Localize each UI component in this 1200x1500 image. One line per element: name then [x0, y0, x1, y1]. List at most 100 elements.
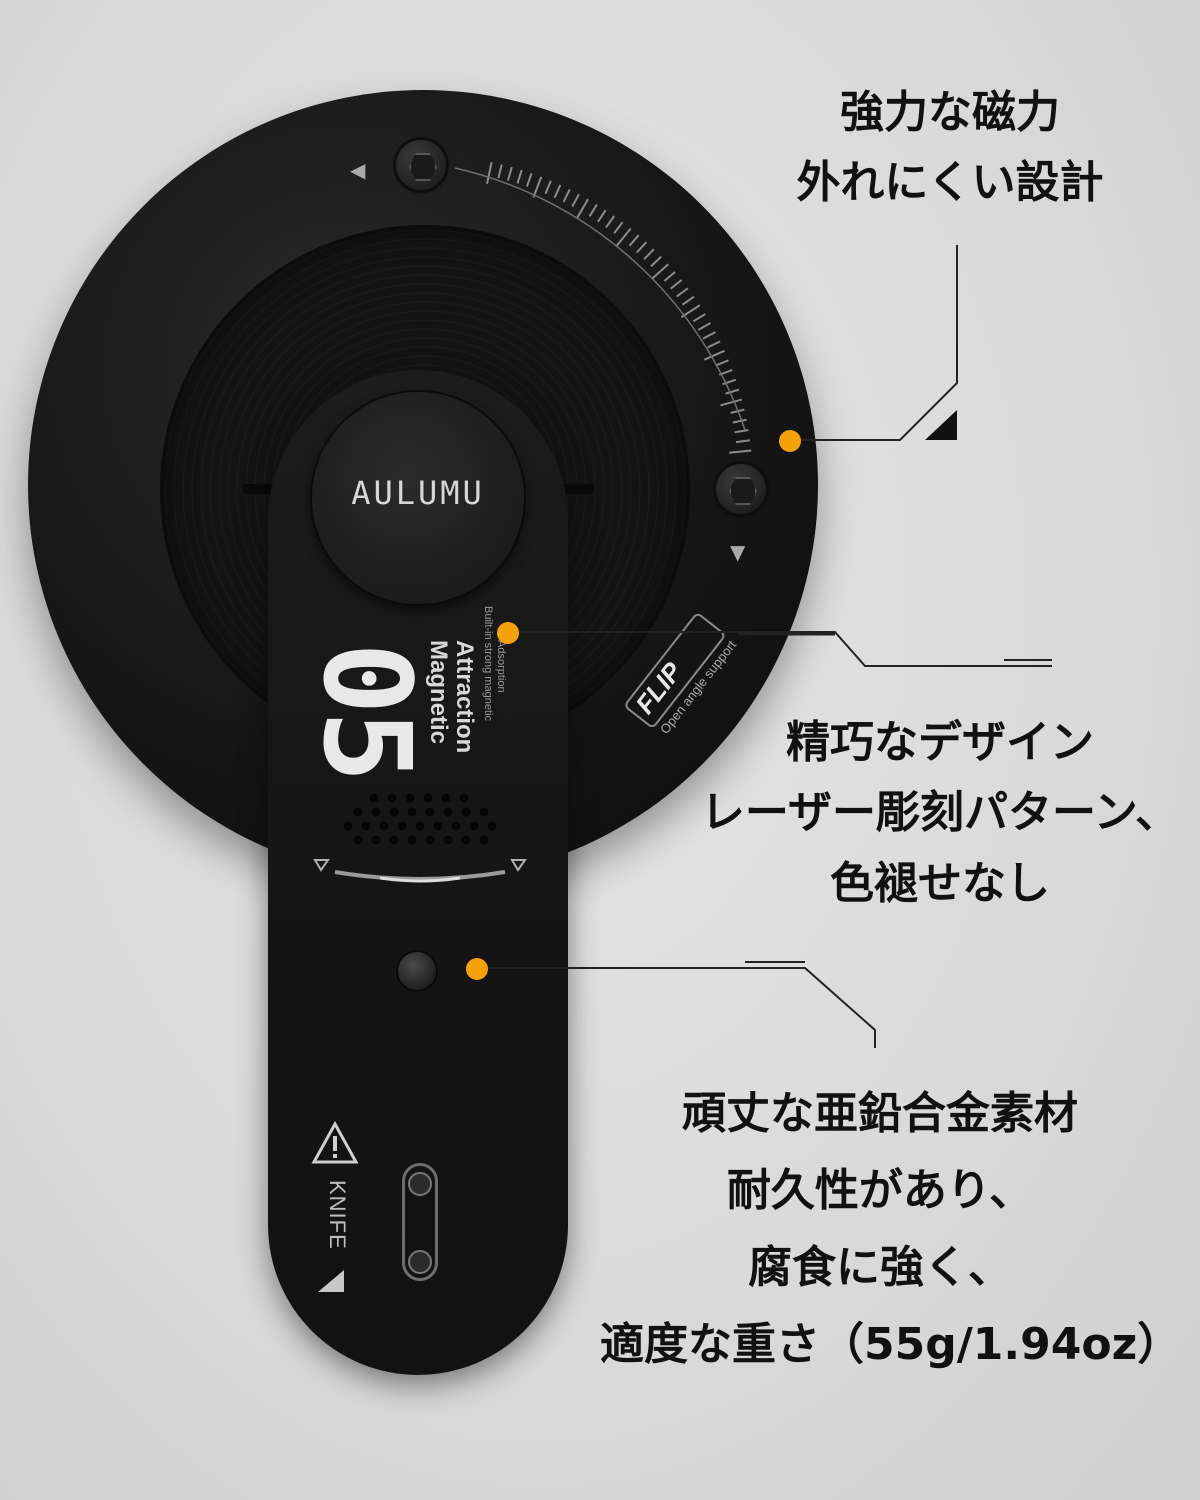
warning-icon — [311, 1120, 359, 1164]
scale-tick — [692, 313, 706, 323]
callout-magnet: 強力な磁力 外れにくい設計 — [740, 78, 1160, 219]
speaker-dot — [479, 835, 489, 845]
scale-tick — [681, 295, 695, 306]
speaker-dot — [425, 835, 435, 845]
scale-tick — [702, 331, 716, 340]
scale-tick — [720, 398, 743, 407]
arc-indicator — [313, 859, 527, 883]
callout-dot-design — [497, 622, 519, 644]
scale-tick — [628, 234, 640, 247]
scale-tick — [486, 162, 493, 184]
speaker-dot — [343, 821, 353, 831]
triangle-down-icon: ▼ — [730, 540, 746, 564]
speaker-dot — [459, 793, 469, 803]
center-hub — [312, 392, 524, 604]
scale-tick — [553, 184, 562, 199]
scale-tick — [516, 169, 523, 184]
speaker-dot — [407, 835, 417, 845]
callout-material-line-3: 腐食に強く、 — [748, 1242, 1012, 1293]
speaker-dot — [425, 807, 435, 817]
scale-tick — [616, 227, 632, 247]
scale-tick — [651, 263, 669, 280]
scale-tick — [636, 241, 648, 254]
speaker-dot — [405, 793, 415, 803]
speaker-dot — [387, 793, 397, 803]
lock-screw-top-icon — [408, 1172, 432, 1196]
side-slot-right — [560, 484, 594, 494]
speaker-dot — [389, 835, 399, 845]
speaker-dot — [451, 821, 461, 831]
scale-tick — [734, 428, 749, 434]
callout-material: 頑丈な亜鉛合金素材 耐久性があり、 腐食に強く、 適度な重さ（55g/1.94o… — [600, 1075, 1182, 1383]
scale-tick — [715, 359, 729, 367]
scale-tick — [576, 198, 589, 219]
callout-dot-magnet — [779, 430, 801, 452]
callout-material-line-2: 耐久性があり、 — [726, 1165, 1034, 1216]
scale-tick — [697, 322, 711, 331]
speaker-dot — [371, 807, 381, 817]
scale-tick — [544, 180, 552, 195]
speaker-dot — [443, 807, 453, 817]
callout-magnet-line-2: 外れにくい設計 — [796, 157, 1104, 209]
speaker-dot — [415, 821, 425, 831]
callout-material-line-4: 適度な重さ（55g/1.94oz） — [600, 1319, 1182, 1370]
scale-tick — [507, 166, 513, 181]
scale-tick — [663, 271, 676, 282]
speaker-dot — [353, 807, 363, 817]
scale-tick — [613, 221, 624, 234]
speaker-dot — [479, 807, 489, 817]
scale-tick — [735, 439, 751, 444]
callout-design: 精巧なデザイン レーザー彫刻パターン、 色褪せなし — [700, 708, 1180, 919]
callout-design-line-2: レーザー彫刻パターン、 — [700, 787, 1180, 839]
scale-tick — [605, 215, 615, 228]
side-slot-left — [243, 484, 277, 494]
brand-logo: AULUMU — [351, 474, 485, 512]
lock-screw-bottom-icon — [408, 1250, 432, 1274]
callout-magnet-line-1: 強力な磁力 — [840, 87, 1060, 138]
callout-dot-material — [466, 958, 488, 980]
scale-tick — [597, 209, 607, 223]
triangle-left-icon: ◀ — [350, 158, 366, 182]
speaker-dot — [389, 807, 399, 817]
scale-tick — [525, 173, 533, 187]
speaker-dot — [379, 821, 389, 831]
pivot-screw-icon — [398, 952, 436, 990]
speaker-dot — [461, 835, 471, 845]
scale-tick — [562, 188, 571, 203]
speaker-dot — [443, 835, 453, 845]
scale-tick — [676, 287, 689, 298]
scale-tick — [571, 193, 580, 207]
lock-slot — [402, 1163, 438, 1281]
scale-tick — [497, 164, 503, 179]
speaker-dot — [461, 807, 471, 817]
speaker-dot — [397, 821, 407, 831]
scale-tick — [732, 418, 747, 424]
scale-tick — [588, 204, 598, 217]
speaker-dot — [441, 793, 451, 803]
speaker-dot — [353, 835, 363, 845]
callout-design-line-1: 精巧なデザイン — [786, 717, 1094, 768]
speaker-dot — [423, 793, 433, 803]
speaker-dot — [407, 807, 417, 817]
scale-tick — [707, 340, 721, 349]
scale-tick — [643, 248, 655, 260]
speaker-dot — [361, 821, 371, 831]
speaker-dot — [369, 793, 379, 803]
speaker-dot — [487, 821, 497, 831]
hex-screw-right-icon — [716, 464, 766, 514]
callout-material-line-1: 頑丈な亜鉛合金素材 — [682, 1088, 1078, 1139]
scale-tick — [650, 255, 662, 268]
scale-tick — [532, 176, 543, 198]
scale-tick — [703, 349, 725, 361]
hex-screw-top-icon — [396, 140, 446, 190]
scale-tick — [729, 449, 752, 454]
scale-tick — [722, 378, 737, 386]
scale-tick — [670, 279, 683, 290]
speaker-dot — [433, 821, 443, 831]
speaker-dot-grid — [343, 793, 497, 845]
speaker-dot — [469, 821, 479, 831]
speaker-dot — [371, 835, 381, 845]
callout-design-line-3: 色褪せなし — [830, 857, 1050, 909]
